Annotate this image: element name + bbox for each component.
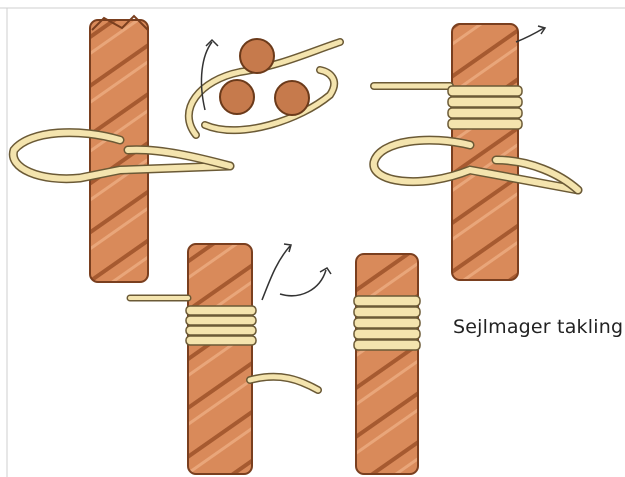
arrow-2	[201, 42, 212, 110]
step-5-finished-whipping	[354, 254, 420, 474]
arrow-4b	[280, 270, 326, 296]
wraps-3	[448, 86, 522, 129]
arrow-3	[516, 28, 544, 42]
arrow-4a	[262, 246, 290, 300]
strand-c	[275, 81, 309, 115]
step-4-tucking-ends	[130, 244, 331, 474]
rope-5	[356, 254, 418, 474]
wraps-4	[186, 306, 256, 345]
step-1-bight-through-strands	[13, 16, 230, 282]
step-2-strand-cross-section	[189, 39, 340, 135]
strand-b	[220, 80, 254, 114]
wraps-5	[354, 296, 420, 350]
rope-4	[188, 244, 252, 474]
strand-a	[240, 39, 274, 73]
caption: Sejlmager takling	[453, 316, 623, 338]
step-3-wrapping-turns	[374, 24, 578, 280]
rope-3	[452, 24, 518, 280]
